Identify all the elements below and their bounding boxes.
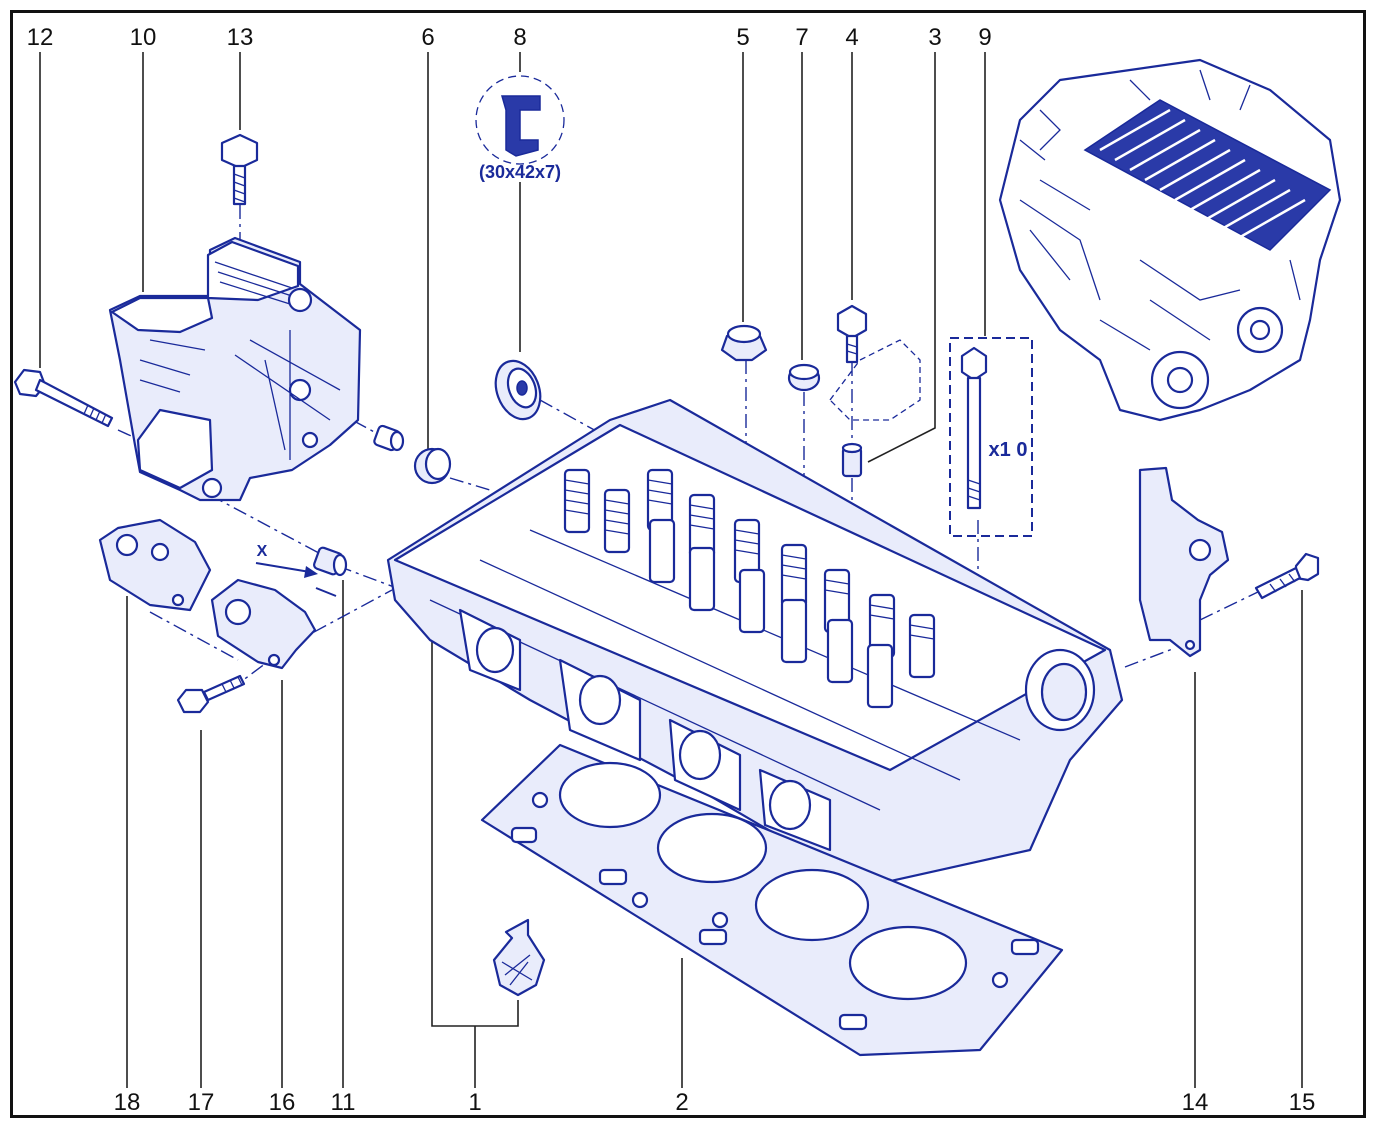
engine-mount-bracket-10 [108, 236, 362, 502]
callout-2: 2 [675, 1089, 688, 1116]
fastener-bag-1 [492, 918, 546, 997]
callout-4: 4 [845, 24, 858, 51]
sleeve-11: X [255, 543, 348, 597]
bolt-17 [176, 674, 246, 714]
callout-labels-top: 12 10 13 6 8 5 7 4 3 9 [27, 24, 992, 51]
callout-8: 8 [513, 24, 526, 51]
callout-13: 13 [227, 24, 254, 51]
callout-5: 5 [736, 24, 749, 51]
bolt-12 [13, 368, 114, 428]
axis-marker-x: X [257, 543, 268, 560]
plate-18 [98, 518, 212, 612]
callout-7: 7 [795, 24, 808, 51]
callout-1: 1 [468, 1089, 481, 1116]
cylinder-head [386, 398, 1124, 892]
bolt-quantity-label: x1 0 [989, 439, 1028, 461]
callout-17: 17 [188, 1089, 215, 1116]
dowel-sleeve-near-bracket [373, 424, 405, 452]
head-gasket-2 [480, 743, 1064, 1057]
callout-labels-bottom: 18 17 16 11 1 2 14 15 [114, 1089, 1316, 1116]
bolt-4 [836, 304, 868, 364]
phantom-cam-cap [829, 339, 921, 421]
bore-4 [848, 925, 968, 1001]
oil-seal-8: (30x42x7) [475, 75, 565, 421]
seal-size-label: (30x42x7) [479, 162, 561, 182]
bolt-13 [220, 133, 259, 206]
bore-3 [754, 868, 870, 942]
callout-18: 18 [114, 1089, 141, 1116]
callout-14: 14 [1182, 1089, 1209, 1116]
valve-springs [563, 468, 936, 709]
plug-cap-6 [413, 447, 452, 485]
leader-lines [39, 52, 1303, 1088]
callout-10: 10 [130, 24, 157, 51]
callout-3: 3 [928, 24, 941, 51]
bolt-15 [1254, 552, 1320, 600]
callout-16: 16 [269, 1089, 296, 1116]
seal-ring-7 [787, 363, 821, 392]
callout-11: 11 [331, 1089, 356, 1116]
cup-5 [720, 324, 768, 362]
dowel-sleeve-3 [841, 442, 863, 478]
head-bolt-9: x1 0 [949, 337, 1033, 537]
callout-9: 9 [978, 24, 991, 51]
callout-15: 15 [1289, 1089, 1316, 1116]
callout-6: 6 [421, 24, 434, 51]
bracket-16 [210, 578, 317, 670]
bore-2 [656, 812, 768, 884]
callout-12: 12 [27, 24, 54, 51]
seal-detail-circle [475, 75, 565, 165]
engine-overview-illustration [998, 58, 1342, 422]
bracket-14 [1138, 466, 1230, 658]
bore-1 [558, 761, 662, 829]
